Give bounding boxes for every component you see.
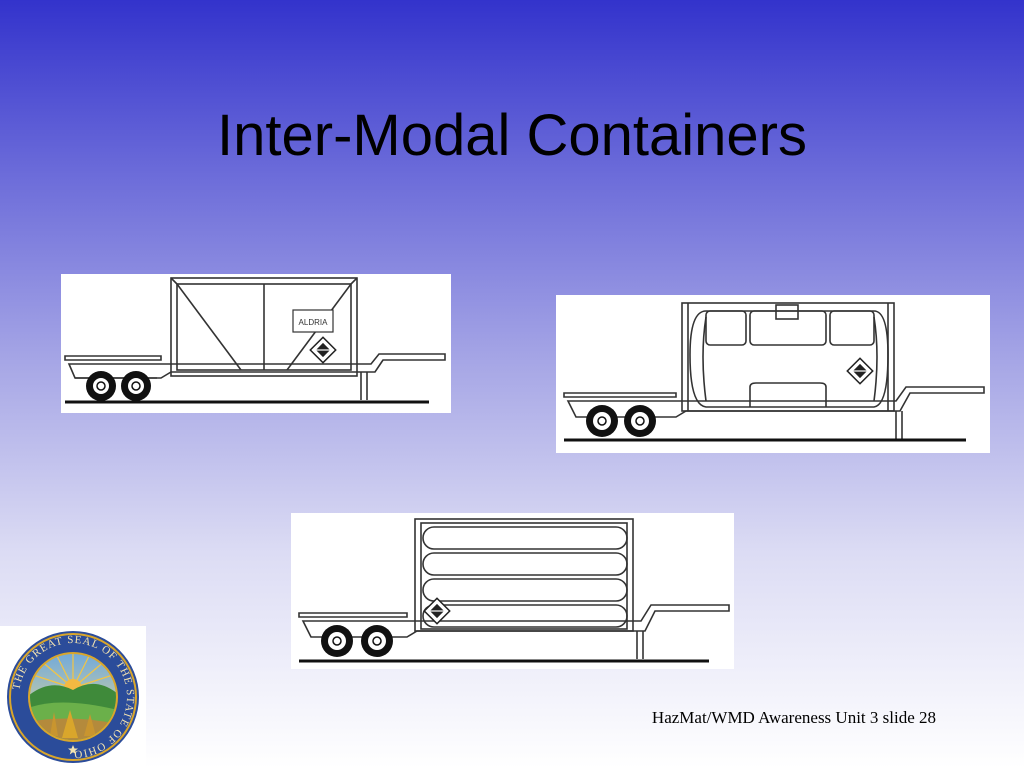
hazmat-placard-icon — [309, 336, 337, 364]
container-label-text: ALDRIA — [299, 318, 329, 327]
hazmat-placard-icon — [846, 357, 874, 385]
hazmat-placard-icon — [423, 597, 451, 625]
trailer-wheels — [586, 405, 656, 437]
gas-tube — [422, 604, 628, 628]
tube-container-trailer-image — [291, 513, 734, 669]
gas-tube — [422, 526, 628, 550]
gas-tube — [422, 552, 628, 576]
box-container-trailer-drawing: ALDRIA — [64, 277, 446, 404]
box-container-frame — [170, 277, 358, 377]
gas-tube — [422, 578, 628, 602]
trailer-wheels — [86, 371, 151, 401]
trailer-wheels — [321, 625, 393, 657]
tank-body — [689, 310, 889, 408]
tube-container-trailer-drawing — [298, 518, 730, 663]
ohio-seal-logo: THE GREAT SEAL OF THE STATE OF OHIO — [0, 626, 146, 768]
ohio-seal-icon: THE GREAT SEAL OF THE STATE OF OHIO — [7, 631, 139, 763]
slide-title: Inter-Modal Containers — [217, 103, 807, 168]
star-icon — [68, 745, 78, 755]
slide-footer: HazMat/WMD Awareness Unit 3 slide 28 — [651, 708, 936, 727]
tank-container-trailer-image — [556, 295, 990, 453]
box-container-trailer-image: ALDRIA — [61, 274, 451, 413]
tank-container-trailer-drawing — [563, 302, 985, 442]
container-label-box — [292, 309, 334, 333]
seal-landscape — [30, 654, 116, 740]
